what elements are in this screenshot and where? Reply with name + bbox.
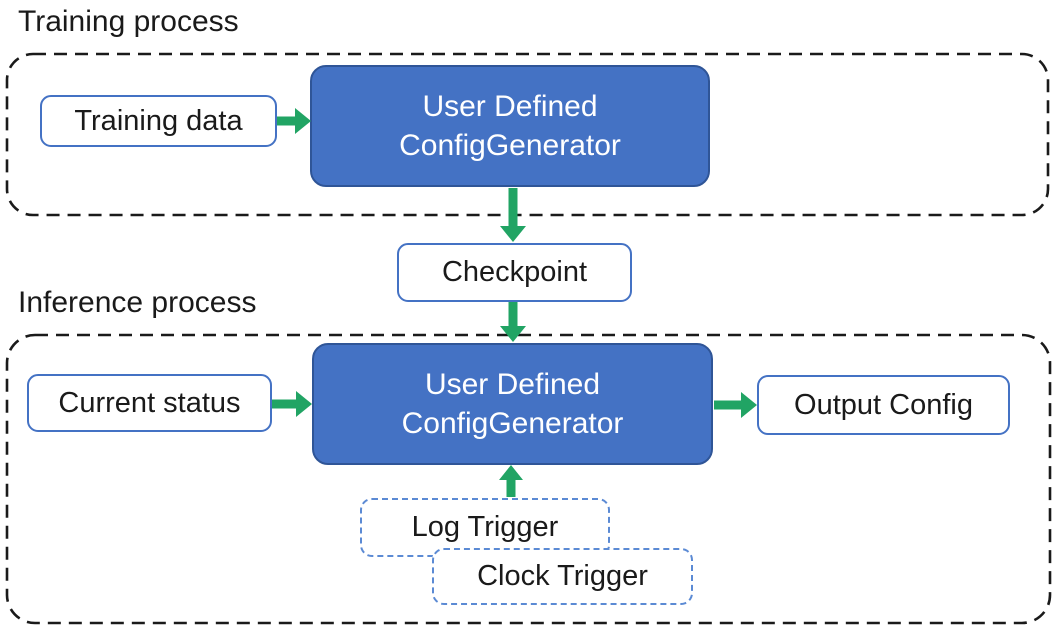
inference-process-container xyxy=(5,333,1052,625)
generator-label-line2: ConfigGenerator xyxy=(401,407,624,440)
arrow-head-right xyxy=(741,392,757,418)
arrow-head-right xyxy=(296,391,312,417)
log-trigger-box: Log Trigger xyxy=(360,498,610,557)
generator-label-line1: User Defined xyxy=(424,368,601,401)
output-config-label: Output Config xyxy=(794,388,973,421)
arrow-shaft xyxy=(508,188,518,227)
arrow-checkpoint-to-generator xyxy=(500,302,526,342)
arrow-head-up xyxy=(499,465,523,480)
training-process-container xyxy=(5,52,1050,217)
arrow-shaft xyxy=(272,399,298,409)
checkpoint-label: Checkpoint xyxy=(441,256,588,288)
arrow-shaft xyxy=(508,302,518,327)
arrow-shaft xyxy=(277,116,297,126)
output-config-box: Output Config xyxy=(757,375,1010,435)
arrow-head-down xyxy=(500,226,526,242)
arrow-shaft xyxy=(506,479,516,497)
clock-trigger-label: Clock Trigger xyxy=(477,560,648,592)
arrow-generator-to-checkpoint xyxy=(500,188,526,242)
generator-label-line1: User Defined xyxy=(422,90,598,123)
arrow-trainingdata-to-generator xyxy=(277,108,311,134)
checkpoint-box: Checkpoint xyxy=(397,243,632,302)
inference-config-generator-box: User Defined ConfigGenerator xyxy=(312,343,713,465)
training-data-box: Training data xyxy=(40,95,277,147)
log-trigger-label: Log Trigger xyxy=(411,511,559,543)
training-process-title: Training process xyxy=(18,5,239,38)
training-config-generator-box: User Defined ConfigGenerator xyxy=(310,65,710,187)
current-status-box: Current status xyxy=(27,374,272,432)
arrow-triggers-to-generator xyxy=(498,465,524,497)
arrow-head-right xyxy=(295,108,311,134)
training-data-label: Training data xyxy=(74,104,243,137)
generator-label-line2: ConfigGenerator xyxy=(399,129,621,162)
arrow-generator-to-output xyxy=(714,392,757,418)
current-status-label: Current status xyxy=(58,386,241,419)
arrow-head-down xyxy=(500,326,526,342)
arrow-shaft xyxy=(714,400,743,410)
arrow-currentstatus-to-generator xyxy=(272,391,312,417)
clock-trigger-box: Clock Trigger xyxy=(432,548,693,605)
inference-process-title: Inference process xyxy=(18,286,257,319)
